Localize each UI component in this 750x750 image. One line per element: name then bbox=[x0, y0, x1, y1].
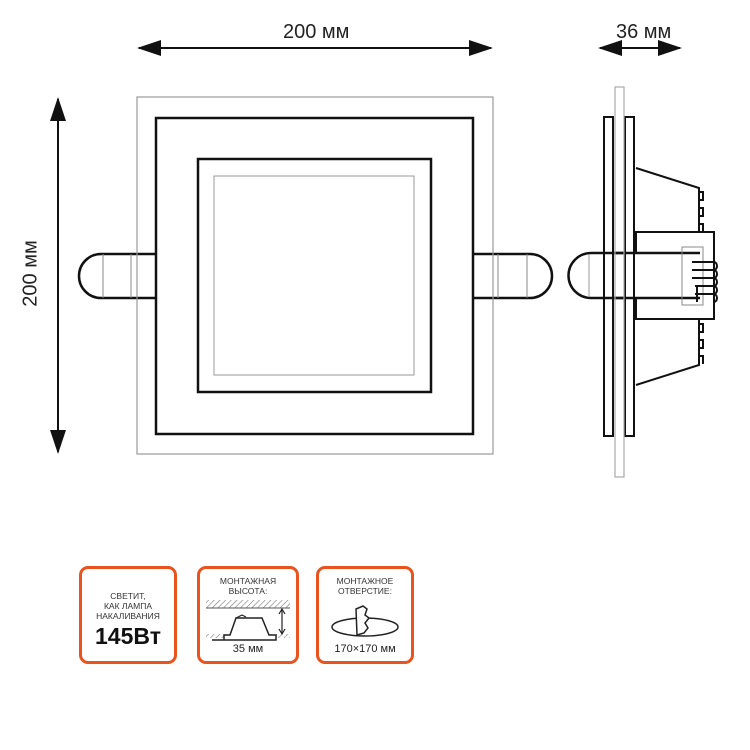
mounting-height-icon bbox=[206, 600, 290, 641]
badge-text: МОНТАЖНОЕ bbox=[336, 576, 394, 586]
cutout-hole-icon bbox=[331, 605, 399, 637]
badge-equivalent-power: СВЕТИТ, КАК ЛАМПА НАКАЛИВАНИЯ 145Вт bbox=[79, 566, 177, 664]
badge-mounting-height: МОНТАЖНАЯ ВЫСОТА: 35 мм bbox=[197, 566, 299, 664]
badge-value: 170×170 мм bbox=[334, 643, 396, 655]
side-view bbox=[567, 86, 718, 478]
badge-cutout-size: МОНТАЖНОЕ ОТВЕРСТИЕ: 170×170 мм bbox=[316, 566, 414, 664]
badge-text: ВЫСОТА: bbox=[228, 586, 268, 596]
depth-dimension-label: 36 мм bbox=[616, 21, 672, 43]
badge-value: 35 мм bbox=[232, 643, 264, 655]
width-dimension-label: 200 мм bbox=[283, 21, 350, 43]
badge-text: МОНТАЖНАЯ bbox=[219, 576, 277, 586]
badge-text: НАКАЛИВАНИЯ bbox=[96, 611, 160, 621]
badge-text: ОТВЕРСТИЕ: bbox=[338, 586, 392, 596]
height-dimension-label: 200 мм bbox=[19, 240, 42, 307]
badge-text: СВЕТИТ, bbox=[110, 591, 146, 601]
badge-text: КАК ЛАМПА bbox=[103, 601, 153, 611]
front-view bbox=[77, 96, 554, 455]
badge-value: 145Вт bbox=[95, 623, 161, 649]
